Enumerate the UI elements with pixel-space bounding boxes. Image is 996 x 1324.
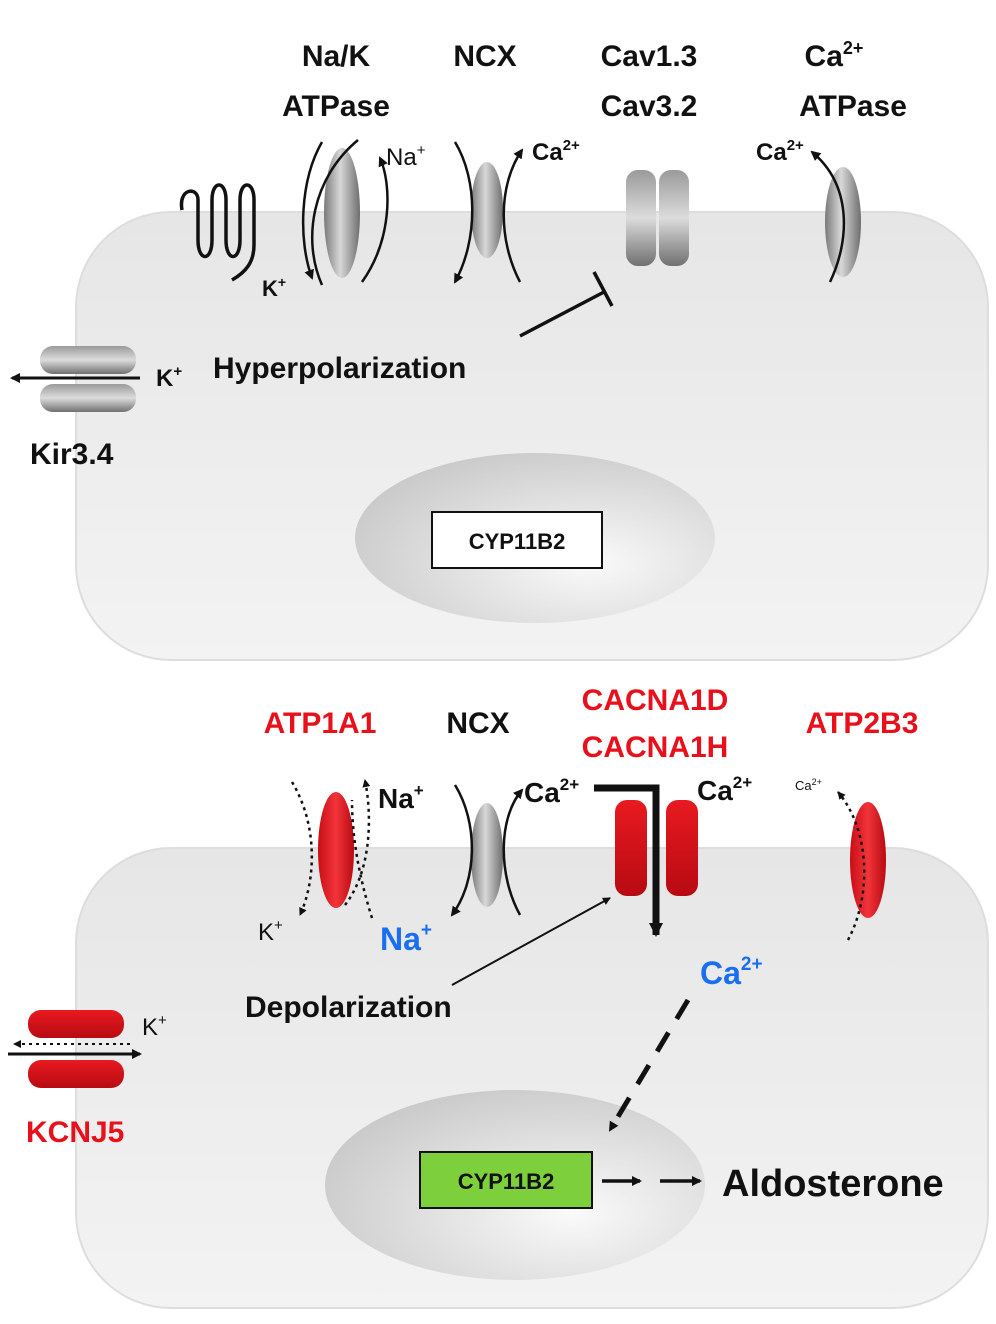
bottom-ca-in-ion: Ca2+ bbox=[700, 954, 763, 991]
top-ca-ncx-ion: Ca2+ bbox=[532, 137, 580, 166]
bottom-gene-label: CYP11B2 bbox=[458, 1169, 555, 1194]
cav-channel-left bbox=[626, 170, 656, 266]
cav-label-2: Cav3.2 bbox=[601, 90, 698, 123]
na-k-atpase-arrow-k bbox=[301, 141, 324, 280]
hyperpolarization-label: Hyperpolarization bbox=[213, 352, 466, 385]
depolarization-arrow bbox=[451, 897, 611, 986]
atp1a1-arrow-na-in bbox=[350, 799, 374, 919]
bottom-ca-channel-ion: Ca2+ bbox=[697, 773, 752, 806]
bottom-gene-box bbox=[419, 1151, 593, 1209]
cacna1d-label: CACNA1D bbox=[582, 684, 729, 717]
ncx-top-channel bbox=[471, 162, 503, 258]
bottom-ca-ncx-ion: Ca2+ bbox=[524, 775, 579, 808]
hyperpolarization-inhibit-line bbox=[519, 290, 605, 338]
bottom-k-pump-ion: K+ bbox=[258, 917, 283, 946]
ca-atpase-label-2: ATPase bbox=[799, 90, 907, 123]
top-gene-box bbox=[431, 511, 603, 569]
kcnj5-channel-bottom bbox=[28, 1060, 124, 1088]
atp2b3-label: ATP2B3 bbox=[806, 707, 919, 740]
cav-channel-right bbox=[659, 170, 689, 266]
top-panel: CYP11B2 Na/K ATPase NCX Cav1.3 Cav3.2 Ca… bbox=[10, 38, 989, 661]
cacna1h-label: CACNA1H bbox=[582, 731, 729, 764]
top-na-ion: Na+ bbox=[386, 142, 426, 171]
ca-atpase-arrow bbox=[810, 150, 846, 283]
atp2b3-arrow bbox=[837, 791, 866, 941]
bottom-na-out-ion: Na+ bbox=[378, 781, 424, 814]
ncx-bottom-arrow-na bbox=[450, 784, 474, 917]
ncx-top-label: NCX bbox=[453, 40, 516, 73]
bottom-ca-pump-ion: Ca2+ bbox=[795, 777, 822, 793]
bottom-k-kcnj-ion: K+ bbox=[142, 1012, 167, 1041]
na-k-atpase-arrow-na bbox=[311, 139, 359, 286]
ncx-bottom-arrow-ca bbox=[502, 788, 524, 916]
top-k-kir-ion: K+ bbox=[156, 363, 182, 392]
ncx-bottom-channel bbox=[471, 803, 503, 907]
hyperpolarization-inhibit-bar bbox=[592, 271, 614, 307]
cav-label-1: Cav1.3 bbox=[601, 40, 698, 73]
cacna-channel-left bbox=[615, 800, 647, 896]
depolarization-label: Depolarization bbox=[245, 991, 452, 1024]
top-ca-pump-ion: Ca2+ bbox=[756, 137, 804, 166]
atp1a1-arrow-na bbox=[344, 779, 371, 906]
atp1a1-arrow-k bbox=[290, 781, 313, 916]
na-k-atpase-label-2: ATPase bbox=[282, 90, 390, 123]
kcnj5-channel-top bbox=[28, 1010, 124, 1038]
na-k-atpase-channel bbox=[324, 148, 360, 278]
gpcr-receptor-icon bbox=[179, 183, 256, 282]
ncx-top-arrow-ca bbox=[502, 148, 524, 283]
ca-atpase-label-1: Ca2+ bbox=[805, 38, 864, 73]
kcnj5-label: KCNJ5 bbox=[26, 1116, 124, 1149]
top-k-pump-ion: K+ bbox=[262, 274, 286, 301]
ncx-bottom-label: NCX bbox=[446, 707, 509, 740]
atp1a1-channel bbox=[318, 792, 354, 908]
kir-channel-top bbox=[40, 346, 136, 374]
aldosterone-label: Aldosterone bbox=[722, 1163, 944, 1205]
ncx-top-arrow-na bbox=[453, 141, 474, 284]
top-gene-label: CYP11B2 bbox=[469, 529, 566, 554]
bottom-na-in-ion: Na+ bbox=[380, 920, 432, 957]
kir-label: Kir3.4 bbox=[30, 438, 114, 471]
atp2b3-channel bbox=[850, 802, 886, 918]
ca-influx-arrow bbox=[594, 784, 663, 937]
kir-channel-bottom bbox=[40, 384, 136, 412]
cacna-channel-right bbox=[666, 800, 698, 896]
na-k-atpase-arrow-na-head bbox=[360, 156, 389, 283]
ca-signal-arrow bbox=[607, 998, 691, 1132]
bottom-panel: CYP11B2 ATP1A1 NCX CACNA1D CAC bbox=[8, 684, 989, 1309]
na-k-atpase-label-1: Na/K bbox=[302, 40, 371, 73]
top-cell bbox=[75, 211, 989, 661]
atp1a1-label: ATP1A1 bbox=[264, 707, 377, 740]
